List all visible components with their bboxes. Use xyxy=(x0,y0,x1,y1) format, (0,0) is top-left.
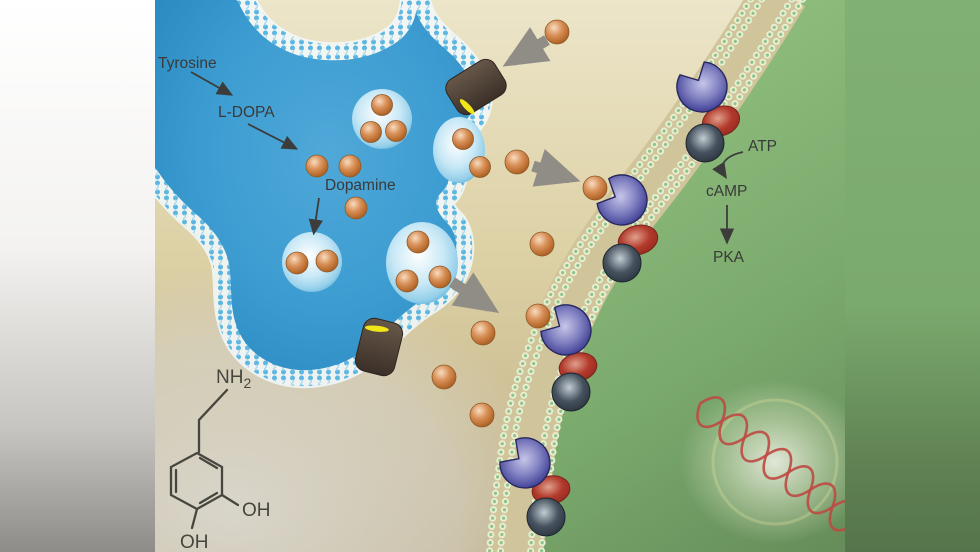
dopamine-molecule xyxy=(469,402,495,428)
dopamine-receptor-complex xyxy=(596,174,659,283)
dopamine-molecule xyxy=(371,94,393,116)
ldopa-to-dopamine-arrow xyxy=(247,123,299,150)
label-ldopa: L-DOPA xyxy=(218,104,275,121)
transporter-channel-slit xyxy=(459,99,475,115)
g-protein-dark-subunit xyxy=(602,243,642,283)
dopamine-molecule xyxy=(385,120,407,142)
dopamine-transporter xyxy=(445,58,507,116)
label-tyrosine: Tyrosine xyxy=(158,55,217,72)
dopamine-molecule xyxy=(431,364,457,390)
dna-strand-2 xyxy=(696,403,856,532)
nucleus-glow xyxy=(680,380,870,544)
dopamine-chemical-structure: NH2 OH OH xyxy=(169,367,271,552)
g-protein-dark-subunit xyxy=(685,123,725,163)
dopamine-receptor-complex xyxy=(499,437,571,537)
label-hydroxyl-2: OH xyxy=(180,532,209,552)
reuptake-arrow xyxy=(502,27,551,67)
dopamine-receptor-complex xyxy=(540,304,598,412)
ethylamine-chain-bond xyxy=(197,388,229,454)
tyrosine-to-ldopa-arrow xyxy=(190,71,234,96)
dopamine-molecule xyxy=(338,154,362,178)
dopamine-molecule xyxy=(525,303,551,329)
hydroxyl-bond xyxy=(220,493,240,507)
g-protein-dark-subunit xyxy=(526,497,566,537)
dopamine-molecule xyxy=(452,128,474,150)
g-protein-dark-subunit xyxy=(551,372,591,412)
release-arrow xyxy=(531,148,581,187)
dopamine-molecule xyxy=(285,251,309,275)
transporter-channel-slit xyxy=(364,325,389,332)
dopamine-molecule xyxy=(582,175,608,201)
dopamine-molecule xyxy=(305,154,329,178)
label-camp: cAMP xyxy=(706,183,747,200)
label-dopamine: Dopamine xyxy=(325,177,396,194)
dopamine-molecule xyxy=(360,121,382,143)
double-bond xyxy=(198,491,219,505)
dopamine-molecule xyxy=(406,230,430,254)
label-pka: PKA xyxy=(713,249,745,266)
synaptic-vesicle xyxy=(282,232,342,292)
left-gradient-band xyxy=(0,0,155,552)
dopamine-molecule xyxy=(428,265,452,289)
dna-strand-1 xyxy=(699,396,859,525)
dopamine-molecules xyxy=(285,19,608,428)
atp-to-camp-arrow xyxy=(712,151,744,180)
label-atp: ATP xyxy=(748,138,777,155)
release-arrow xyxy=(448,272,500,314)
label-hydroxyl-1: OH xyxy=(242,500,271,521)
dopamine-receptor-complexes xyxy=(499,61,741,537)
synthesis-pathway: Tyrosine L-DOPA Dopamine xyxy=(158,55,396,236)
hydroxyl-bond xyxy=(190,507,199,530)
dopamine-molecule xyxy=(504,149,530,175)
transport-arrows xyxy=(448,27,581,314)
dna-helix xyxy=(696,396,859,532)
dopamine-molecule xyxy=(470,320,496,346)
dopamine-molecule xyxy=(469,156,491,178)
dopamine-molecule xyxy=(529,231,555,257)
dopamine-molecule xyxy=(395,269,419,293)
receptor-crescent xyxy=(596,174,648,226)
dopamine-transporter xyxy=(354,317,404,377)
dopamine-label-arrow xyxy=(308,197,323,236)
double-bond xyxy=(198,456,219,470)
dopamine-molecule xyxy=(315,249,339,273)
signaling-cascade: ATP cAMP PKA xyxy=(706,138,777,266)
receptor-crescent xyxy=(540,304,592,356)
dopamine-molecule xyxy=(344,196,368,220)
dopamine-molecule xyxy=(544,19,570,45)
receptor-crescent xyxy=(499,437,551,489)
receptor-crescent xyxy=(676,61,728,113)
right-gradient-band xyxy=(845,0,980,552)
dopamine-receptor-complex xyxy=(676,61,741,163)
label-amine-group: NH2 xyxy=(216,367,251,391)
